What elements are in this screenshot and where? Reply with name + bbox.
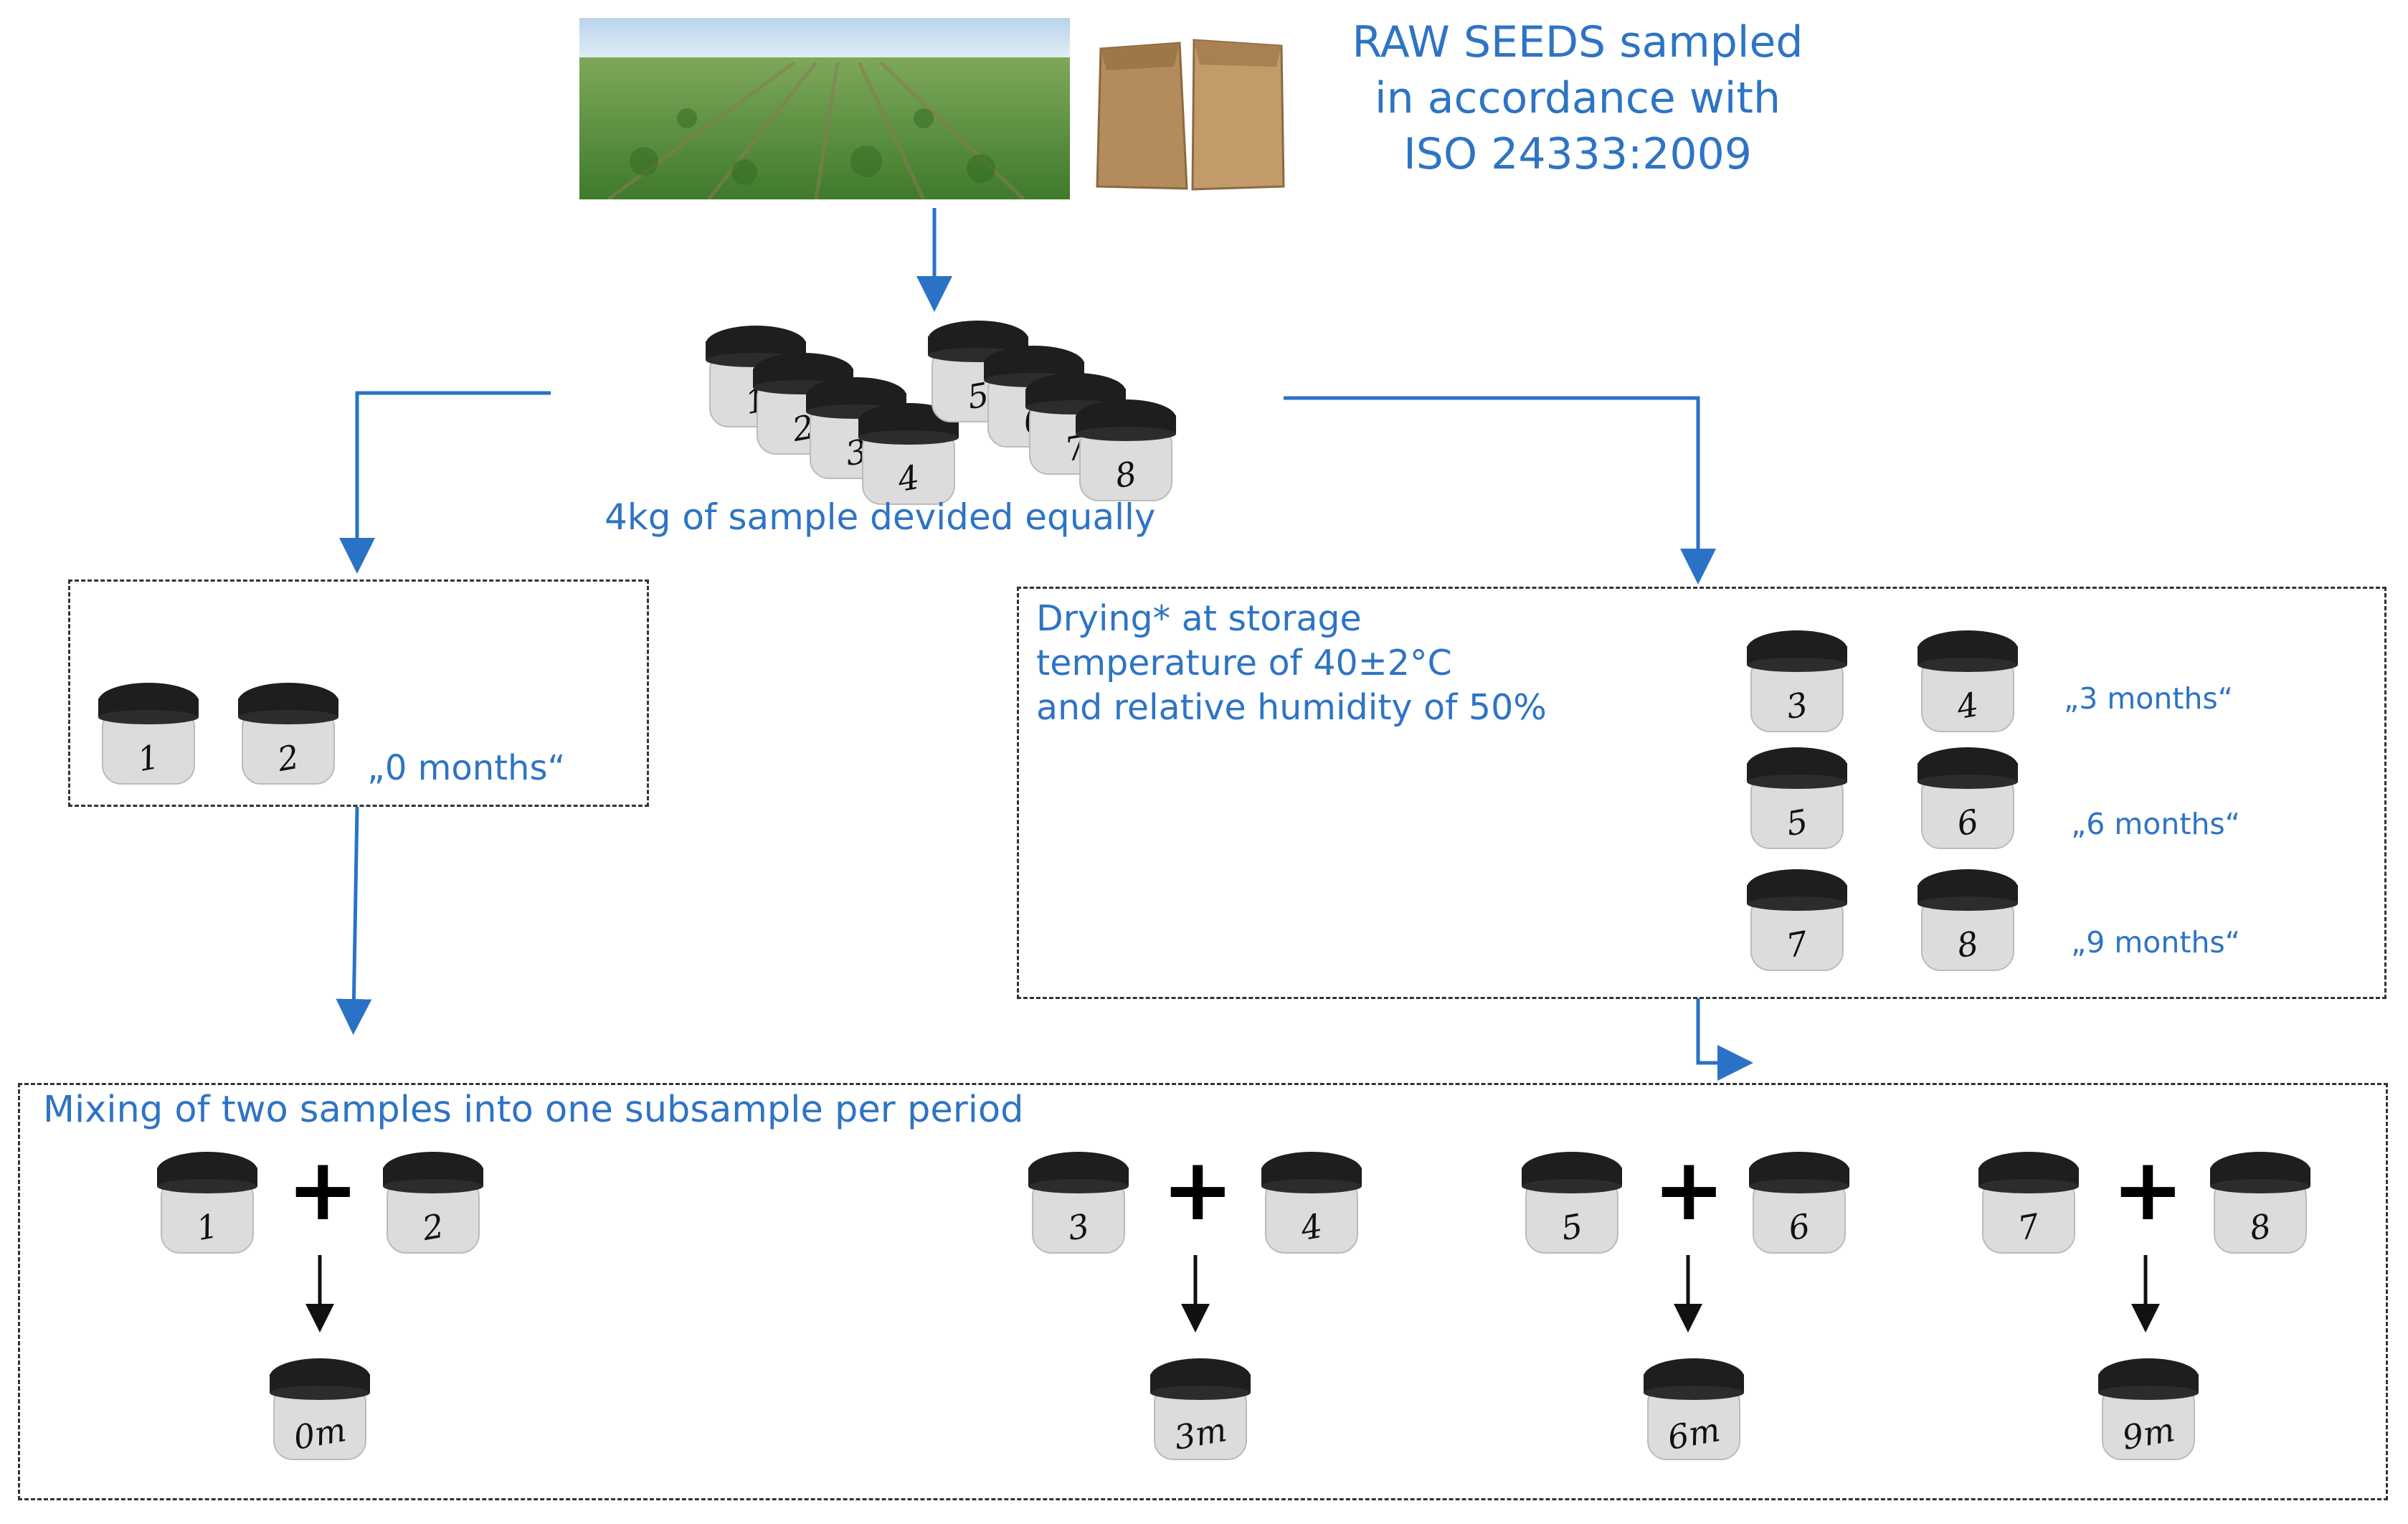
period-label-0m: „0 months“ xyxy=(367,748,566,788)
sample-jar-icon: 3 xyxy=(1744,628,1850,735)
sample-jar-icon: 3m xyxy=(1147,1355,1253,1463)
sample-jar-icon: 8 xyxy=(1073,397,1179,504)
sample-jar-icon: 1 xyxy=(154,1149,260,1256)
zero-months-box xyxy=(68,579,649,807)
drying-description: Drying* at storage temperature of 40±2°C… xyxy=(1036,597,1547,730)
sample-jar-icon: 8 xyxy=(2207,1149,2313,1256)
field-photo xyxy=(579,18,1070,199)
plus-icon: + xyxy=(2112,1140,2184,1240)
plus-icon: + xyxy=(287,1140,359,1240)
sample-jar-icon: 6 xyxy=(1746,1149,1852,1256)
arrow-down-icon xyxy=(336,208,1753,1081)
drying-line-3: and relative humidity of 50% xyxy=(1036,687,1547,728)
period-label-6m: „6 months“ xyxy=(2071,807,2241,841)
period-label-3m: „3 months“ xyxy=(2064,681,2234,716)
sample-jar-icon: 2 xyxy=(235,680,341,787)
sample-jar-icon: 0m xyxy=(267,1355,373,1463)
sample-jar-icon: 5 xyxy=(1744,744,1850,852)
drying-line-1: Drying* at storage xyxy=(1036,598,1362,639)
sample-jar-icon: 1 xyxy=(95,680,202,787)
sample-jar-icon: 9m xyxy=(2095,1355,2201,1463)
title-line-2: in accordance with xyxy=(1375,73,1781,123)
plus-icon: + xyxy=(1162,1140,1234,1240)
split-caption: 4kg of sample devided equally xyxy=(605,496,1156,538)
diagram-title: RAW SEEDS sampled in accordance with ISO… xyxy=(1319,14,1836,182)
sample-jar-icon: 7 xyxy=(1976,1149,2082,1256)
drying-line-2: temperature of 40±2°C xyxy=(1036,643,1452,683)
drying-box xyxy=(1017,587,2386,999)
sample-jar-icon: 2 xyxy=(380,1149,486,1256)
sample-jar-icon: 6m xyxy=(1641,1355,1747,1463)
sample-jar-icon: 3 xyxy=(1025,1149,1132,1256)
mixing-title: Mixing of two samples into one subsample… xyxy=(43,1089,1024,1131)
sample-jar-icon: 5 xyxy=(1519,1149,1625,1256)
sample-jar-icon: 8 xyxy=(1915,866,2021,974)
seed-bags-photo xyxy=(1096,39,1285,191)
plus-icon: + xyxy=(1653,1140,1725,1240)
title-line-1: RAW SEEDS sampled xyxy=(1352,17,1803,67)
sample-jar-icon: 4 xyxy=(1915,628,2021,735)
sample-jar-icon: 4 xyxy=(1258,1149,1365,1256)
sample-jar-icon: 7 xyxy=(1744,866,1850,974)
sample-jar-icon: 6 xyxy=(1915,744,2021,852)
period-label-9m: „9 months“ xyxy=(2071,925,2241,960)
sample-jar-icon: 4 xyxy=(855,400,962,508)
mixing-box xyxy=(18,1083,2388,1500)
title-line-3: ISO 24333:2009 xyxy=(1403,129,1752,179)
